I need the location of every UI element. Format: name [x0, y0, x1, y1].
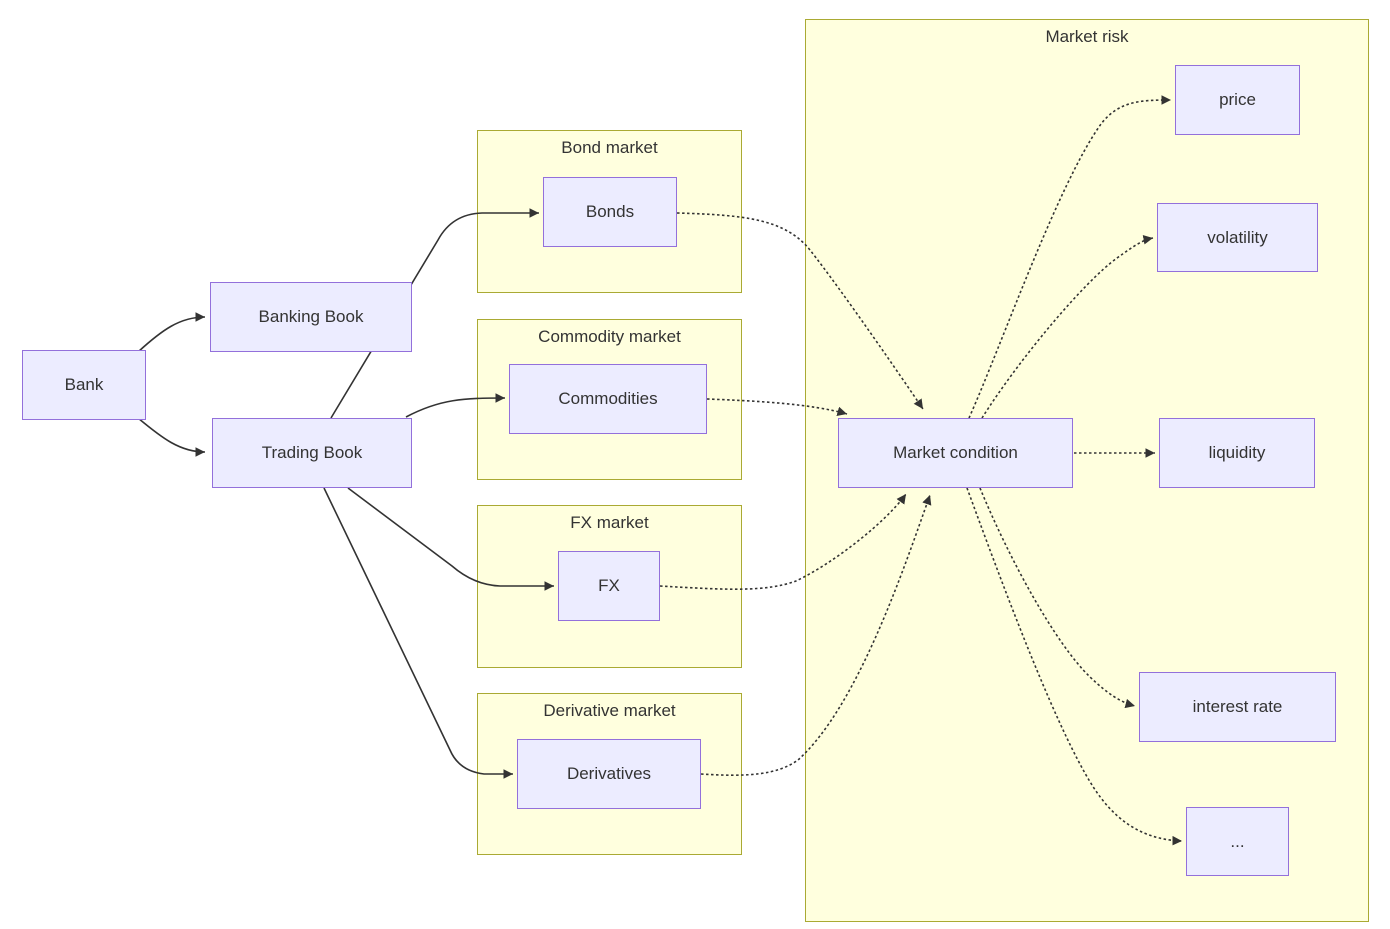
node-interest-rate-label: interest rate: [1192, 697, 1283, 716]
subgraph-derivative-market-title: Derivative market: [543, 701, 676, 720]
subgraph-bond-market-title: Bond market: [561, 138, 658, 157]
edge-bank-to-banking-book: [137, 312, 206, 353]
node-bank: Bank: [22, 350, 146, 420]
node-volatility: volatility: [1157, 203, 1318, 272]
node-more-label: ...: [1230, 831, 1245, 851]
edge-bank-to-trading-book: [137, 417, 206, 457]
node-price-label: price: [1219, 90, 1256, 109]
node-derivatives-label: Derivatives: [566, 764, 652, 783]
node-volatility-label: volatility: [1207, 227, 1268, 247]
node-liquidity-label: liquidity: [1208, 443, 1266, 462]
node-fx: FX: [558, 551, 660, 621]
node-banking-book: Banking Book: [210, 282, 412, 352]
subgraph-commodity-market-title: Commodity market: [538, 327, 681, 346]
node-bonds-label: Bonds: [585, 202, 635, 221]
node-trading-book: Trading Book: [212, 418, 412, 488]
node-more: ...: [1186, 807, 1289, 876]
node-trading-book-label: Trading Book: [261, 443, 363, 462]
node-market-condition-label: Market condition: [893, 443, 1018, 462]
node-fx-label: FX: [598, 576, 620, 595]
subgraph-fx-market-title: FX market: [570, 513, 649, 532]
node-commodities-label: Commodities: [558, 389, 658, 408]
node-interest-rate: interest rate: [1139, 672, 1336, 742]
node-commodities: Commodities: [509, 364, 707, 434]
node-bank-label: Bank: [64, 375, 104, 394]
node-market-condition: Market condition: [838, 418, 1073, 488]
node-liquidity: liquidity: [1159, 418, 1315, 488]
node-derivatives: Derivatives: [517, 739, 701, 809]
node-bonds: Bonds: [543, 177, 677, 247]
node-banking-book-label: Banking Book: [258, 307, 364, 326]
subgraph-market-risk-title: Market risk: [1045, 27, 1129, 46]
node-price: price: [1175, 65, 1300, 135]
